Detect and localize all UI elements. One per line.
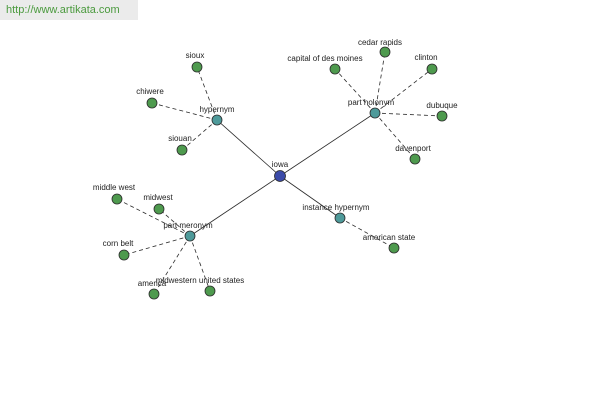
instance-hypernym-label[interactable]: instance hypernym xyxy=(302,203,369,212)
edge-part-meronym-corn-belt xyxy=(123,235,191,256)
edge-instance-hypernym-american-state xyxy=(339,217,395,249)
midwest-label[interactable]: midwest xyxy=(143,193,173,202)
edge-iowa-instance-hypernym xyxy=(279,175,341,219)
dubuque-node[interactable] xyxy=(436,110,448,122)
graph-labels: sioux chiwere siouan hypernym capital of des… xyxy=(93,38,458,288)
midwestern-united-states-label[interactable]: midwestern united states xyxy=(156,276,245,285)
clinton-label[interactable]: clinton xyxy=(414,53,437,62)
edge-part-holonym-capital-of-des-moines xyxy=(334,68,376,114)
edge-iowa-part-meronym xyxy=(189,175,281,237)
hypernym-node[interactable] xyxy=(211,114,223,126)
edge-hypernym-sioux xyxy=(196,66,218,121)
iowa-label[interactable]: iowa xyxy=(272,160,289,169)
capital-of-des-moines-node[interactable] xyxy=(329,63,341,75)
davenport-label[interactable]: davenport xyxy=(395,144,431,153)
edge-part-holonym-davenport xyxy=(374,112,416,160)
davenport-node[interactable] xyxy=(409,153,421,165)
middle-west-node[interactable] xyxy=(111,193,123,205)
edge-hypernym-siouan xyxy=(181,119,218,151)
american-state-node[interactable] xyxy=(388,242,400,254)
america-node[interactable] xyxy=(148,288,160,300)
graph-edges xyxy=(116,51,443,295)
capital-of-des-moines-label[interactable]: capital of des moines xyxy=(287,54,362,63)
corn-belt-node[interactable] xyxy=(118,249,130,261)
edge-part-meronym-america xyxy=(153,235,191,295)
edge-part-meronym-midwestern-united-states xyxy=(189,235,211,292)
edge-iowa-part-holonym xyxy=(279,112,376,177)
hypernym-label[interactable]: hypernym xyxy=(199,105,234,114)
cedar-rapids-node[interactable] xyxy=(379,46,391,58)
siouan-label[interactable]: siouan xyxy=(168,134,192,143)
iowa-node[interactable] xyxy=(274,170,286,182)
dubuque-label[interactable]: dubuque xyxy=(426,101,458,110)
corn-belt-label[interactable]: corn belt xyxy=(103,239,134,248)
sioux-node[interactable] xyxy=(191,61,203,73)
edge-part-holonym-dubuque xyxy=(374,112,443,117)
midwest-node[interactable] xyxy=(153,203,165,215)
site-url[interactable]: http://www.artikata.com xyxy=(0,0,138,20)
edge-part-holonym-cedar-rapids xyxy=(374,51,386,114)
siouan-node[interactable] xyxy=(176,144,188,156)
midwestern-united-states-node[interactable] xyxy=(204,285,216,297)
part-holonym-node[interactable] xyxy=(369,107,381,119)
part-meronym-label[interactable]: part meronym xyxy=(163,221,213,230)
part-meronym-node[interactable] xyxy=(184,230,196,242)
chiwere-node[interactable] xyxy=(146,97,158,109)
edge-iowa-hypernym xyxy=(216,119,281,177)
clinton-node[interactable] xyxy=(426,63,438,75)
chiwere-label[interactable]: chiwere xyxy=(136,87,164,96)
instance-hypernym-node[interactable] xyxy=(334,212,346,224)
part-holonym-label[interactable]: part holonym xyxy=(348,98,395,107)
graph-nodes xyxy=(111,46,448,300)
cedar-rapids-label[interactable]: cedar rapids xyxy=(358,38,402,47)
america-label[interactable]: america xyxy=(138,279,167,288)
middle-west-label[interactable]: middle west xyxy=(93,183,136,192)
sioux-label[interactable]: sioux xyxy=(186,51,205,60)
edge-part-meronym-middle-west xyxy=(116,198,191,237)
edge-part-holonym-clinton xyxy=(374,68,433,114)
american-state-label[interactable]: american state xyxy=(363,233,416,242)
